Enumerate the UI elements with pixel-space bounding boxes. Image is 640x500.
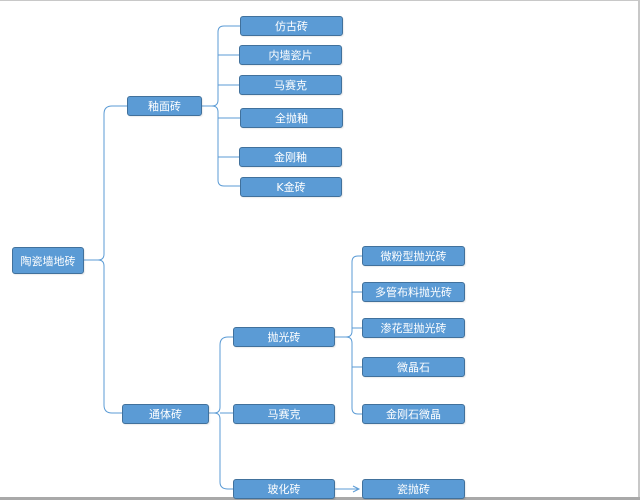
node-label: 金刚釉 — [274, 151, 307, 164]
node-label: 全抛釉 — [275, 112, 308, 125]
node-glazed-child: 仿古砖 — [240, 16, 343, 36]
connector-glazed-branches — [202, 25, 240, 187]
node-vitrified-tile: 玻化砖 — [233, 479, 335, 499]
node-label: 陶瓷墙地砖 — [20, 254, 76, 268]
arrowhead-icon — [352, 485, 361, 493]
node-polished-child: 金刚石微晶 — [362, 404, 465, 424]
node-label: 釉面砖 — [148, 100, 181, 113]
connector-polished-branches — [335, 255, 362, 415]
node-polished-child: 微粉型抛光砖 — [362, 246, 465, 266]
node-glazed-child: K金砖 — [240, 177, 342, 197]
frame-border-top — [0, 0, 640, 1]
node-label: 仿古砖 — [275, 20, 308, 33]
node-label: 多管布料抛光砖 — [375, 286, 452, 299]
node-glazed-child: 内墙瓷片 — [239, 45, 342, 65]
node-vitrified-child: 瓷抛砖 — [362, 479, 465, 499]
connector-root-branches — [84, 105, 127, 414]
node-label: 抛光砖 — [267, 331, 301, 344]
node-label: 玻化砖 — [267, 483, 301, 496]
node-polished-child: 渗花型抛光砖 — [362, 318, 465, 338]
node-glazed-tile: 釉面砖 — [127, 96, 202, 116]
node-label: 通体砖 — [149, 408, 182, 421]
node-label: 微晶石 — [397, 361, 430, 374]
node-through-body-tile: 通体砖 — [122, 404, 209, 424]
node-label: K金砖 — [276, 181, 306, 194]
node-label: 微粉型抛光砖 — [380, 250, 447, 263]
frame-border-right — [638, 0, 640, 500]
node-label: 瓷抛砖 — [397, 483, 430, 496]
node-polished-child: 微晶石 — [362, 357, 465, 377]
connector-through-body-branches — [209, 336, 233, 490]
node-polished-tile: 抛光砖 — [233, 327, 335, 347]
node-root: 陶瓷墙地砖 — [12, 247, 84, 274]
node-label: 马赛克 — [267, 408, 301, 421]
node-mosaic-tile: 马赛克 — [233, 404, 335, 424]
node-label: 内墙瓷片 — [268, 49, 313, 62]
node-glazed-child: 金刚釉 — [239, 147, 342, 167]
node-polished-child: 多管布料抛光砖 — [362, 282, 465, 302]
node-label: 金刚石微晶 — [386, 408, 441, 421]
node-glazed-child: 马赛克 — [239, 75, 342, 95]
node-label: 渗花型抛光砖 — [380, 322, 447, 335]
node-label: 马赛克 — [274, 79, 307, 92]
node-glazed-child: 全抛釉 — [240, 108, 343, 128]
